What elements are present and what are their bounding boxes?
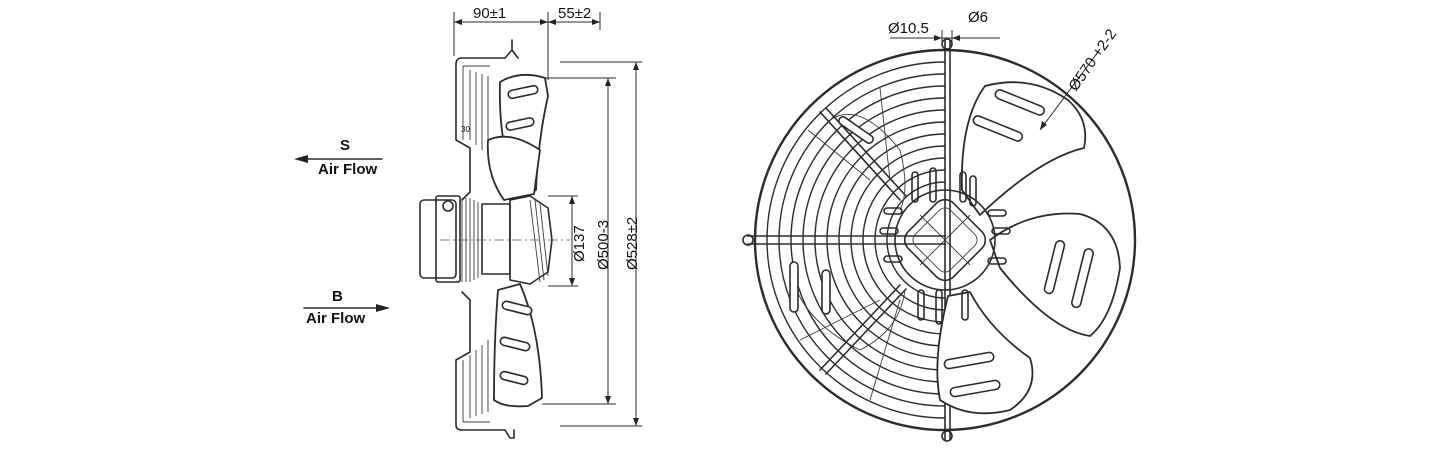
front-blade-top-slot-2 xyxy=(972,115,1024,142)
motor-hub-profile xyxy=(509,195,553,285)
airflow-s-indicator: S Air Flow xyxy=(294,137,383,178)
dim-depth-arrow-left-icon xyxy=(454,19,462,25)
dim-blade-label: Ø500-3 xyxy=(595,220,612,270)
front-blade-left-bottom-outline xyxy=(789,269,906,351)
side-view: 90±1 55±2 30 Ø137 Ø500-3 Ø528±2 xyxy=(419,5,642,439)
dim-hub-label: Ø137 xyxy=(571,225,588,262)
dim-outer-label: Ø528±2 xyxy=(624,217,641,270)
front-blade-left-slot-2 xyxy=(821,269,831,315)
dim-outer-group: Ø528±2 xyxy=(560,61,642,427)
dim-guard-arrow-icon xyxy=(1040,121,1047,130)
motor-housing xyxy=(435,195,461,283)
side-blade-lower-slot-1 xyxy=(501,300,533,316)
front-blade-bottom-slot-1 xyxy=(943,351,995,370)
dim-rim-arrow-right-icon xyxy=(592,19,600,25)
dim-pin-arrow-icon xyxy=(952,35,960,41)
side-blade-lower-slot-3 xyxy=(499,370,529,386)
front-blade-bottom-slot-2 xyxy=(949,379,1001,398)
dim-pin-label: Ø6 xyxy=(968,9,988,26)
side-blade-upper-slot-2 xyxy=(505,117,535,131)
side-blade-lower-slot-2 xyxy=(499,336,531,352)
dim-hole-arrow-icon xyxy=(934,35,942,41)
motor-end-cap xyxy=(419,199,457,279)
front-blade-right-slot-1 xyxy=(1043,239,1066,295)
dim-rim-arrow-left-icon xyxy=(548,19,556,25)
airflow-b-label: Air Flow xyxy=(306,310,365,327)
hub-cross-2 xyxy=(919,214,971,266)
airflow-s-letter: S xyxy=(340,137,350,154)
side-housing-inner xyxy=(462,65,490,423)
airflow-b-letter: B xyxy=(332,288,343,305)
side-blade-upper-inner xyxy=(486,135,541,201)
dim-blade-group: Ø500-3 xyxy=(542,77,616,405)
side-flange-ribs xyxy=(469,70,489,418)
motor-cable-gland xyxy=(442,200,454,212)
dim-depth-label: 90±1 xyxy=(473,5,506,22)
hub-ribs xyxy=(529,199,549,283)
hub-ring xyxy=(894,189,996,291)
front-blade-top xyxy=(960,81,1087,216)
front-view: Ø10.5 Ø6 Ø570 +2-2 xyxy=(742,9,1137,442)
dim-guard-leader xyxy=(1039,51,1099,131)
side-housing-outline xyxy=(455,57,506,431)
side-mount-pin-top xyxy=(504,39,519,59)
motor-rotor xyxy=(481,203,511,275)
front-blade-top-slot-1 xyxy=(994,89,1046,116)
side-blade-upper-slot-1 xyxy=(507,84,539,100)
dim-hub-group: Ø137 xyxy=(548,195,588,287)
guard-mount-left xyxy=(742,234,754,246)
airflow-b-indicator: B Air Flow xyxy=(303,288,390,327)
front-blade-left-top-outline xyxy=(829,113,906,211)
guard-mount-bottom xyxy=(941,430,953,442)
front-blade-left-slot-3 xyxy=(838,116,874,144)
airflow-s-arrowhead-icon xyxy=(294,155,308,163)
dim-hole-label: Ø10.5 xyxy=(888,20,929,37)
airflow-b-arrowhead-icon xyxy=(376,304,390,312)
front-blade-left-slot-1 xyxy=(789,261,799,313)
dim-depth-arrow-right-icon xyxy=(540,19,548,25)
side-mount-pin-bottom xyxy=(504,429,515,439)
dim-guard-label: Ø570 +2-2 xyxy=(1065,26,1120,94)
front-blade-right-slot-2 xyxy=(1071,248,1094,309)
guard-spokes xyxy=(799,87,907,401)
dim-rim-label: 55±2 xyxy=(558,5,591,22)
airflow-s-label: Air Flow xyxy=(318,161,377,178)
dim-small-label: 30 xyxy=(461,125,470,134)
guard-wires xyxy=(766,61,945,419)
